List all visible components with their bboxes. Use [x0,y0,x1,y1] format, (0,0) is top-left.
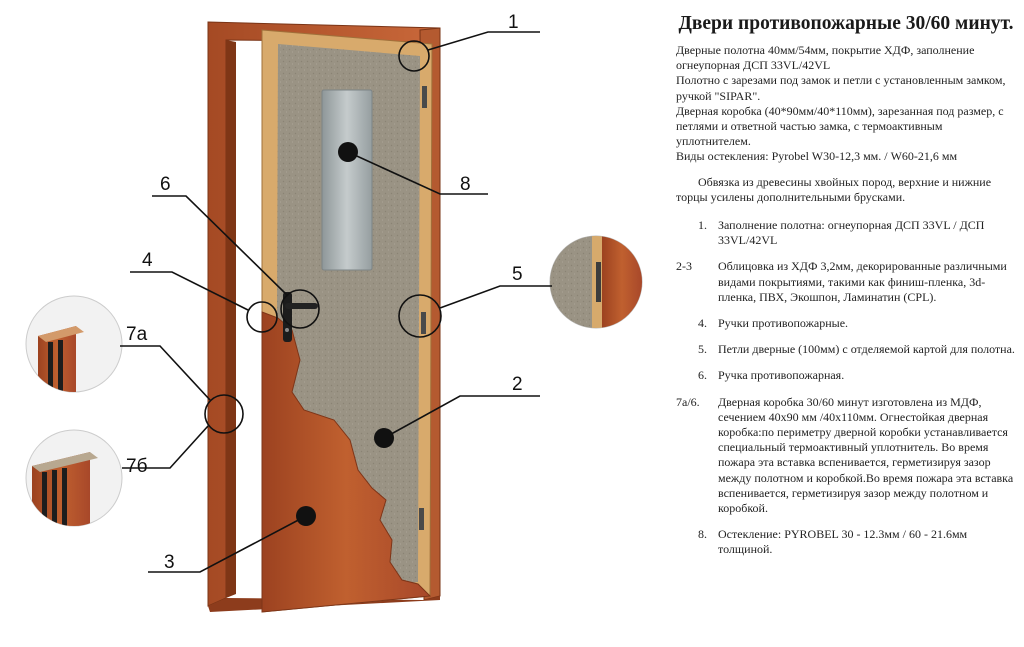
leader-lines [120,31,552,573]
intro-line-1: Дверные полотна 40мм/54мм, покрытие ХДФ,… [676,43,975,73]
spec-list: 1. Заполнение полотна: огнеупорная ДСП 33… [676,218,1016,558]
callout-6: 6 [160,174,171,195]
list-item: 6. Ручка противопожарная. [676,368,1016,383]
cladding-hdf [261,311,432,613]
glazing-panel [321,89,373,271]
list-item-text: Ручки противопожарные. [718,316,849,331]
list-item-text: Дверная коробка 30/60 минут изготовлена … [718,394,1014,516]
list-item: 4. Ручки противопожарные. [676,316,1016,331]
list-item: 7а/6. Дверная коробка 30/60 минут изготов… [676,395,1016,517]
leader-dots [296,142,394,526]
list-item-number: 1. [698,218,707,233]
list-item-number: 2-3 [676,259,692,274]
fire-handle [283,292,318,342]
callout-3: 3 [164,552,175,573]
detail-frame-7a-inset [25,295,123,393]
frame-paragraph: Обвязка из древесины хвойных пород, верх… [676,174,992,204]
list-item-text: Ручка противопожарная. [718,368,845,383]
hinge-top [422,86,427,108]
list-item-text: Облицовка из ХДФ 3,2мм, декорированные р… [718,259,1007,304]
door-diagram: 1 8 6 4 5 7а 2 7б 3 [25,12,643,613]
list-item-number: 7а/6. [676,394,700,409]
list-item: 8. Остекление: PYROBEL 30 - 12.3мм / 60 -… [676,527,1016,557]
list-item-text: Петли дверные (100мм) с отделяемой карто… [718,342,1015,357]
door-leaf [261,29,433,613]
callout-7a: 7а [126,324,148,345]
hinge-bottom [419,508,424,530]
intro-line-2: Полотно с зарезами под замок и петли с у… [676,73,1006,103]
detail-frame-7b-inset [25,429,123,527]
list-item: 5. Петли дверные (100мм) с отделяемой кар… [676,342,1016,357]
callout-5: 5 [512,264,523,285]
detail-hinge-inset [549,235,643,329]
list-item: 2-3 Облицовка из ХДФ 3,2мм, декорированны… [676,259,1016,305]
list-item-text: Заполнение полотна: огнеупорная ДСП 33VL… [718,218,985,248]
intro-line-4: Виды остекления: Pyrobel W30-12,3 мм. / … [676,149,958,164]
list-item-text: Остекление: PYROBEL 30 - 12.3мм / 60 - 2… [718,527,968,557]
list-item-number: 8. [698,527,707,542]
callout-4: 4 [142,250,153,271]
callout-2: 2 [512,374,523,395]
list-item-number: 6. [698,368,707,383]
callout-7b: 7б [126,456,148,477]
list-item-number: 5. [698,342,707,357]
intro-line-3: Дверная коробка (40*90мм/40*110мм), заре… [676,103,1004,149]
description-panel: Двери противопожарные 30/60 минут. Дверн… [676,12,1016,569]
page-title: Двери противопожарные 30/60 минут. [678,13,1014,34]
callout-8: 8 [460,174,471,195]
list-item: 1. Заполнение полотна: огнеупорная ДСП 33… [676,218,1016,248]
list-item-number: 4. [698,316,707,331]
callout-1: 1 [508,12,519,33]
hinge-mid [421,312,426,334]
